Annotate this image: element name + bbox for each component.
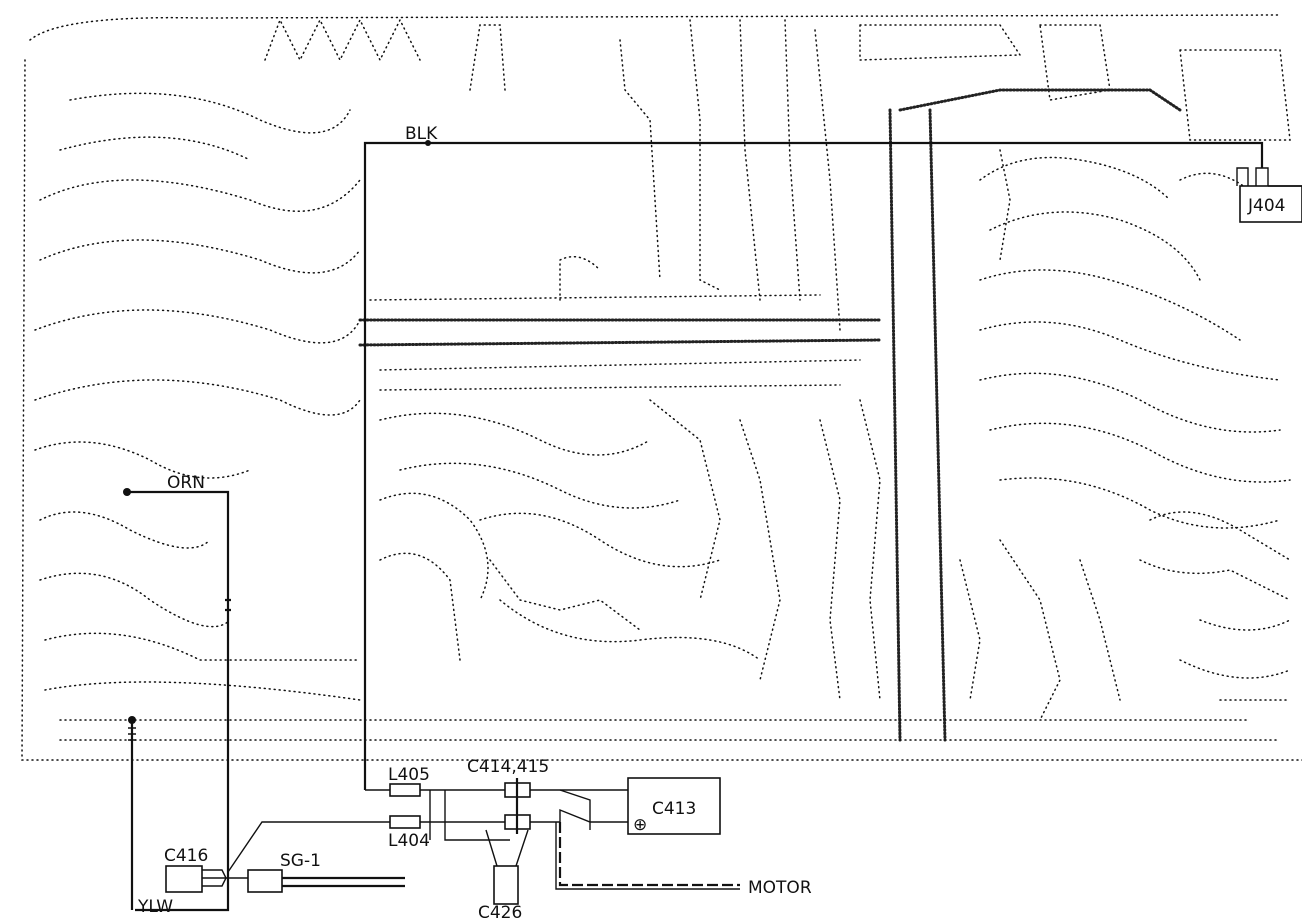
c413-label: C413 [652,799,696,819]
orn-wire-label: ORN [167,473,205,493]
sg1-spark-gap [247,869,283,893]
l-return [444,790,510,841]
blk-wire-label: BLK [405,124,438,144]
blk-junction-dot [425,140,431,146]
orn-terminal-dot [123,488,131,496]
j404-label: J404 [1247,196,1285,216]
orn-wire-marker [225,598,231,612]
labels: BLK J404 ORN L405 L404 C414,415 C413 ⊕ C… [137,124,1285,920]
pcb-trace-pattern [21,14,1302,761]
c416-upper-lead [227,821,392,873]
c426-capacitor [493,865,519,905]
cap-to-c413-bottom [530,808,628,823]
blk-wire [363,141,1264,790]
c414-415-label: C414,415 [467,757,549,777]
c416-label: C416 [164,846,208,866]
motor-lead-shield [555,822,740,890]
c416-capacitor [165,865,203,893]
l405-label: L405 [388,765,430,785]
sg1-label: SG-1 [280,851,321,871]
wiring [123,140,1264,912]
l405-inductor [389,783,421,797]
ylw-wire-marker [128,727,136,741]
c413-polarity-mark: ⊕ [633,815,647,835]
c413-capacitor [627,777,721,835]
motor-lead-dashed [558,822,740,887]
motor-label: MOTOR [748,878,812,898]
cap-cross [559,789,591,830]
ylw-terminal-dot [128,716,136,724]
c426-label: C426 [478,903,522,920]
c426-leads [485,829,529,867]
l404-inductor [389,815,421,829]
orn-wire [127,490,230,912]
ylw-wire-label: YLW [137,897,173,917]
components [165,167,1302,905]
c416-clip [202,869,227,887]
j404-pins [1236,167,1269,186]
l404-label: L404 [388,831,430,851]
